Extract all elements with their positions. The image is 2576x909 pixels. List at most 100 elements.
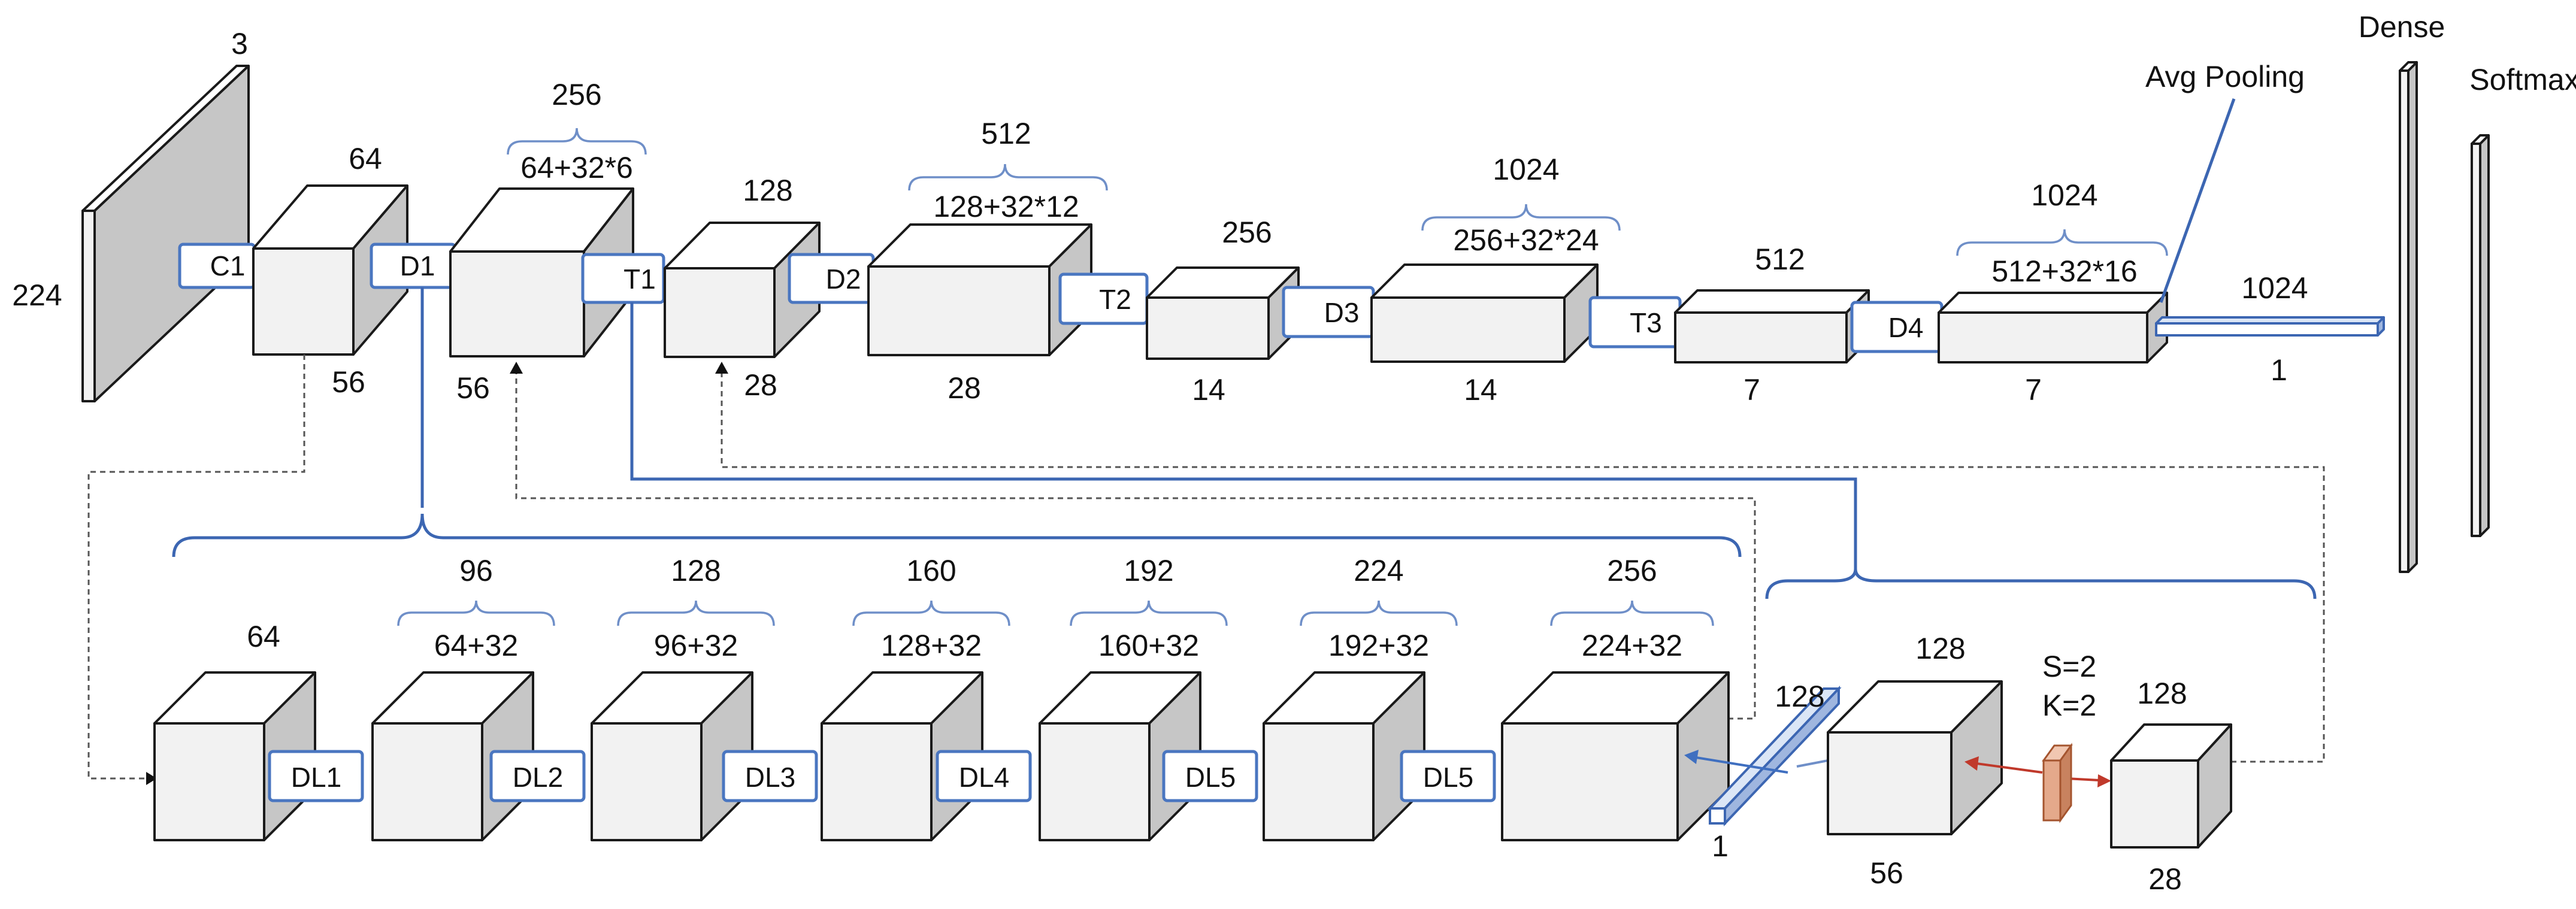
dense-block3-size: 14 <box>1464 373 1497 407</box>
dense-layer-label-6: DL5 <box>1423 762 1473 793</box>
dense-block4-formula: 512+32*16 <box>1991 254 2137 288</box>
dense-block3-label: D3 <box>1324 297 1360 328</box>
dense-block1-connector: D1 <box>370 243 457 289</box>
dense-layer-formula-5: 192+32 <box>1328 629 1429 662</box>
dense-block3-total: 1024 <box>1493 153 1559 186</box>
softmax-label: Softmax <box>2469 63 2576 96</box>
input-channels-label: 3 <box>231 27 248 60</box>
dense-layer-brace-2 <box>617 600 775 626</box>
dense-layer-label-3: DL3 <box>745 762 795 793</box>
transition-mid-cube <box>1827 680 2003 835</box>
pool-kernel-label: K=2 <box>2042 689 2096 722</box>
dense-block4-connector: D4 <box>1850 301 1944 353</box>
avg-pooling-output-bar <box>2155 316 2385 337</box>
dense-layer-brace-5 <box>1300 600 1458 626</box>
dense-layers-input-arrowhead <box>146 772 157 785</box>
dense-block1-brace <box>507 128 647 155</box>
dense-block3-connector: D3 <box>1282 286 1375 338</box>
transition2-output-cube <box>1146 266 1300 360</box>
dense-layer-brace-1 <box>397 600 555 626</box>
conv1-label: C1 <box>210 250 246 281</box>
avg-pooling-pointer <box>2159 98 2236 303</box>
dense-layer-total-1: 96 <box>459 554 493 587</box>
transition-conv-size: 1 <box>1712 829 1729 863</box>
dense-block2-formula: 128+32*12 <box>933 190 1079 223</box>
dense-layer-formula-4: 160+32 <box>1098 629 1199 662</box>
dense-block2-total: 512 <box>981 117 1031 150</box>
dense-layer-brace-3 <box>852 600 1010 626</box>
pool-left-arrowhead <box>1964 756 1979 771</box>
transition-out-channels: 128 <box>2137 677 2187 710</box>
dense-layer-total-6: 256 <box>1607 554 1657 587</box>
dense-block3-formula: 256+32*24 <box>1453 223 1599 257</box>
avg-pooling-channels: 1024 <box>2241 271 2308 305</box>
transition3-label: T3 <box>1630 307 1662 338</box>
transition-input-arrow <box>1696 756 1788 774</box>
dense-layer-formula-6: 224+32 <box>1582 629 1682 662</box>
transition-conv-channels: 128 <box>1775 680 1824 713</box>
transition-conv-bar <box>1707 685 1842 827</box>
dense-block2-label: D2 <box>826 263 861 295</box>
dense-layer-cube-2 <box>591 671 753 841</box>
dense-layer-connector-3 <box>722 750 818 802</box>
dense-block2-size: 28 <box>948 371 981 405</box>
dense-block4-label: D4 <box>1888 312 1924 343</box>
dense-block1-return-arrowhead <box>510 362 523 374</box>
dense-block4-size: 7 <box>2025 373 2042 407</box>
conv1-output-cube <box>252 184 408 356</box>
dense-layer-total-2: 128 <box>671 554 721 587</box>
dense-block4-output-cube <box>1938 292 2168 363</box>
dense-layer-formula-2: 96+32 <box>654 629 738 662</box>
dense-layers-return-dashed-line <box>515 372 1756 720</box>
dense-layer-cube-4 <box>1039 671 1201 841</box>
dense-layer-formula-3: 128+32 <box>881 629 982 662</box>
conv1-to-dense-layers-dashed-line <box>87 354 305 780</box>
dense-layers-row: DL19664+32DL212896+32DL3160128+32DL41921… <box>153 554 1730 841</box>
transition1-return-arrowhead <box>715 362 728 374</box>
dense-block4-brace <box>1956 229 2168 256</box>
transition1-label: T1 <box>623 263 656 295</box>
transition-expansion-brace <box>1765 568 2317 599</box>
pool-left-arrow-line <box>1976 762 2043 774</box>
input-size-label: 224 <box>12 278 62 312</box>
dense-layer-total-3: 160 <box>906 554 956 587</box>
transition2-channels: 256 <box>1222 216 1272 249</box>
transition3-connector: T3 <box>1588 296 1682 349</box>
dense-block4-total: 1024 <box>2031 178 2097 212</box>
dense-label: Dense <box>2359 10 2445 44</box>
avg-pooling-label: Avg Pooling <box>2145 60 2305 93</box>
transition2-connector: T2 <box>1058 272 1149 325</box>
dense-layer-total-4: 192 <box>1124 554 1173 587</box>
dense-block2-connector: D2 <box>788 253 875 304</box>
transition3-output-cube <box>1674 289 1870 363</box>
transition1-connector: T1 <box>581 253 665 304</box>
dense-block-expansion-brace <box>172 513 1742 557</box>
dense-layer-brace-6 <box>1550 600 1714 626</box>
dense-layer-connector-4 <box>936 750 1032 802</box>
avg-pooling-size: 1 <box>2271 353 2287 387</box>
pool-right-arrowhead <box>2097 774 2111 787</box>
softmax-layer-bar <box>2471 134 2490 537</box>
transition3-size: 7 <box>1743 373 1760 407</box>
dense-layer-label-5: DL5 <box>1185 762 1236 793</box>
transition2-label: T2 <box>1099 284 1131 315</box>
dense-block3-brace <box>1421 204 1621 231</box>
dense-layer-label-2: DL2 <box>513 762 563 793</box>
transition1-size: 28 <box>744 368 777 402</box>
transition-return-dashed-line <box>721 372 2325 763</box>
transition-conv-link <box>1796 759 1829 768</box>
conv1-connector: C1 <box>178 243 256 289</box>
dense-layer-formula-1: 64+32 <box>434 629 518 662</box>
dense-block1-formula: 64+32*6 <box>520 151 633 184</box>
pool-stride-label: S=2 <box>2042 650 2096 683</box>
dense-layer-total-5: 224 <box>1354 554 1403 587</box>
transition-out-cube <box>2110 723 2232 849</box>
transition-mid-channels: 128 <box>1915 632 1965 665</box>
conv1-channels-label: 64 <box>349 142 382 175</box>
transition-input-arrowhead <box>1684 750 1699 764</box>
dense-block3-output-cube <box>1370 263 1599 363</box>
first-layer-channels: 64 <box>247 620 280 653</box>
dense-layer-cube-6 <box>1501 671 1730 841</box>
conv1-size-label: 56 <box>332 365 365 399</box>
